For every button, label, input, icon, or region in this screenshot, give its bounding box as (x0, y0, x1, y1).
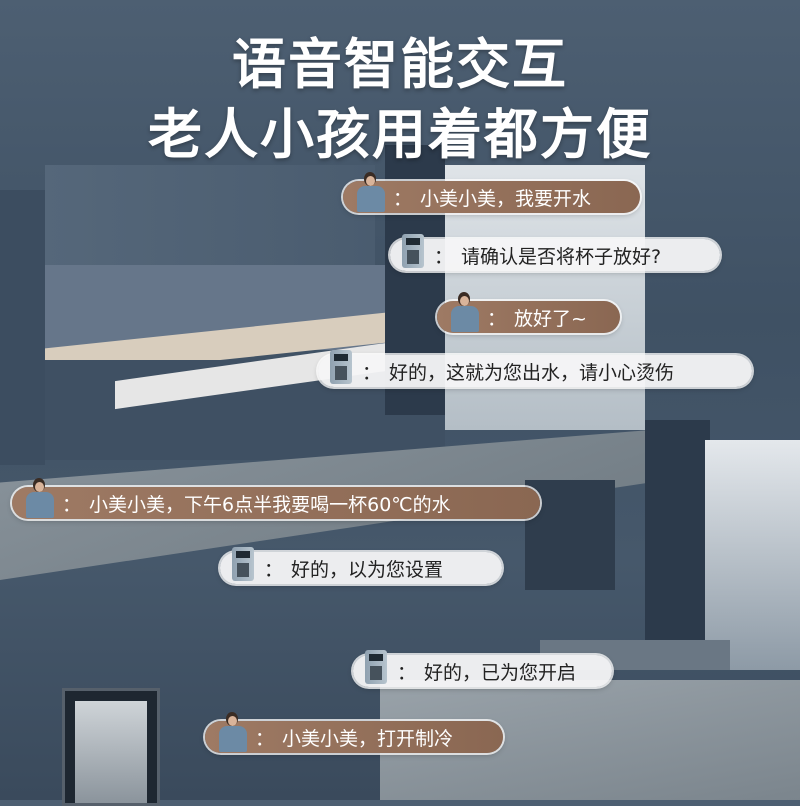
water-dispenser-icon (365, 650, 389, 686)
bookshelf (525, 480, 615, 590)
window (705, 440, 800, 670)
message-text: 好的，这就为您出水，请小心烫伤 (389, 361, 675, 384)
headline-line2: 老人小孩用着都方便 (148, 103, 652, 166)
user-avatar-icon (449, 292, 479, 332)
message-text: 好的，已为您开启 (424, 661, 577, 684)
wall-picture (62, 688, 160, 806)
user-avatar-icon (355, 172, 385, 212)
water-dispenser-icon (330, 350, 354, 386)
message-text: 小美小美，我要开水 (420, 187, 592, 210)
chat-bubble-device: ： 好的，以为您设置 (220, 547, 502, 584)
headline-line1: 语音智能交互 (232, 33, 568, 96)
chat-bubble-device: ： 好的，这就为您出水，请小心烫伤 (318, 350, 752, 387)
message-text: 好的，以为您设置 (291, 558, 444, 581)
chat-bubble-device: ： 请确认是否将杯子放好? (390, 234, 720, 271)
water-dispenser-icon (232, 547, 256, 583)
water-dispenser-icon (402, 234, 426, 270)
wall (0, 190, 45, 465)
message-text: 小美小美，下午6点半我要喝一杯60℃的水 (89, 493, 451, 516)
message-text: 放好了~ (514, 307, 587, 330)
chat-bubble-user: ： 小美小美，我要开水 (343, 172, 640, 213)
message-text: 小美小美，打开制冷 (282, 727, 454, 750)
curtain (645, 420, 710, 670)
chat-bubble-user: ： 小美小美，打开制冷 (205, 712, 503, 753)
chat-bubble-device: ： 好的，已为您开启 (353, 650, 612, 687)
chat-bubble-user: ： 小美小美，下午6点半我要喝一杯60℃的水 (12, 478, 540, 519)
chat-bubble-user: ： 放好了~ (437, 292, 620, 333)
message-text: 请确认是否将杯子放好? (461, 245, 662, 268)
kitchen-cabinets (45, 165, 375, 280)
user-avatar-icon (24, 478, 54, 518)
user-avatar-icon (217, 712, 247, 752)
